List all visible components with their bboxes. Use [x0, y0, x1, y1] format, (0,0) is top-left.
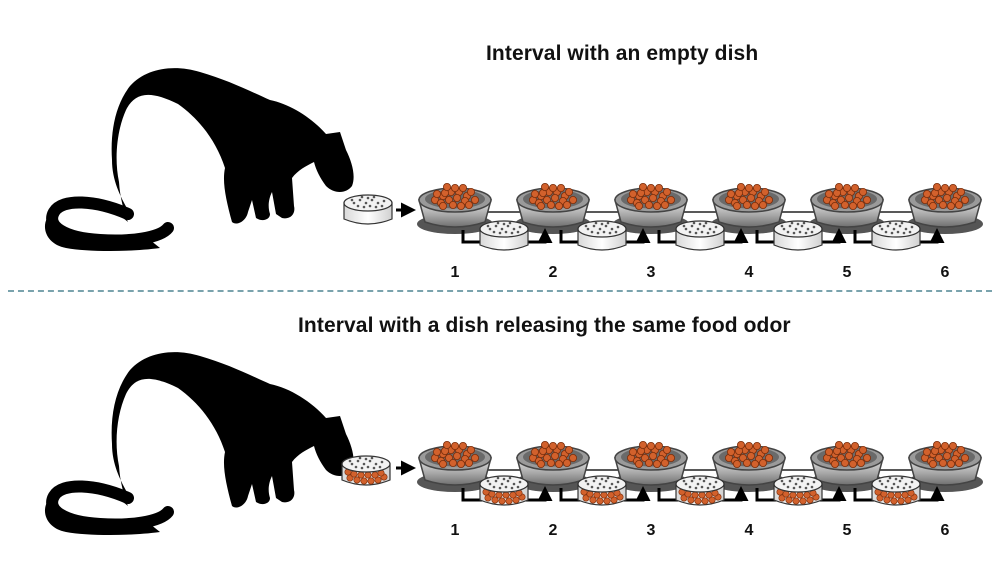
- odor-dish-icon: [479, 220, 529, 251]
- odor-dish-icon: [675, 475, 725, 506]
- odor-dish-icon: [871, 475, 921, 506]
- odor-dish-icon: [341, 455, 391, 486]
- bowl-number-label: 1: [451, 522, 460, 539]
- bowl-number-label: 6: [941, 522, 950, 539]
- bowl-number-label: 4: [745, 522, 754, 539]
- bowl-number-label: 4: [745, 264, 754, 281]
- bowl-number-label: 5: [843, 264, 852, 281]
- odor-dish-icon: [871, 220, 921, 251]
- bowl-number-label: 2: [549, 264, 558, 281]
- bowl-number-label: 3: [647, 264, 656, 281]
- odor-dish-icon: [479, 475, 529, 506]
- odor-dish-icon: [773, 220, 823, 251]
- bowl-number-label: 2: [549, 522, 558, 539]
- odor-dish-icon: [773, 475, 823, 506]
- trial-sequence-diagram: 1 2 3 4 5 6: [0, 0, 984, 281]
- trial-sequence-diagram: 1 2 3 4 5 6: [0, 288, 984, 576]
- odor-dish-icon: [675, 220, 725, 251]
- panel-divider: [8, 290, 992, 292]
- bowl-number-label: 5: [843, 522, 852, 539]
- panel-food-odor-dish: Interval with a dish releasing the same …: [0, 288, 1000, 576]
- panel-title: Interval with an empty dish: [486, 42, 759, 65]
- panel-empty-dish: Interval with an empty dish 1 2 3 4 5 6: [0, 0, 984, 281]
- panel-title: Interval with a dish releasing the same …: [298, 314, 791, 337]
- bowl-number-label: 6: [941, 264, 950, 281]
- bowl-number-label: 1: [451, 264, 460, 281]
- odor-dish-icon: [343, 194, 393, 225]
- cat-silhouette-icon: [45, 352, 354, 535]
- cat-silhouette-icon: [45, 68, 354, 251]
- bowl-number-label: 3: [647, 522, 656, 539]
- odor-dish-icon: [577, 475, 627, 506]
- odor-dish-icon: [577, 220, 627, 251]
